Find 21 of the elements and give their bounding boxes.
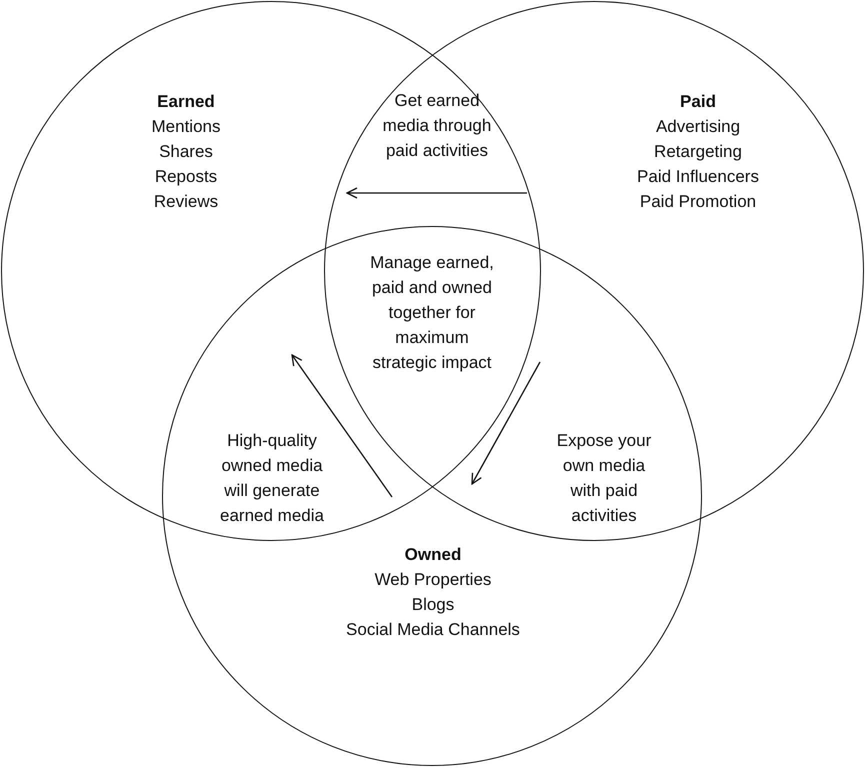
list-item: Paid Influencers — [637, 166, 759, 188]
list-item: Web Properties — [374, 569, 492, 591]
region-note: Get earned media through paid activities — [382, 90, 492, 162]
venn-circle — [162, 226, 702, 766]
region-note: High-quality owned media will generate earned media — [219, 430, 325, 527]
list-item: Reposts — [154, 166, 218, 188]
venn-circle — [1, 1, 541, 541]
list-item: Social Media Channels — [346, 619, 520, 641]
list-item: Paid Promotion — [640, 191, 756, 213]
circle-title: Paid — [680, 91, 716, 113]
list-item: Shares — [159, 141, 213, 163]
list-item: Blogs — [412, 594, 454, 616]
region-note: Expose your own media with paid activities — [556, 430, 652, 527]
region-note: Manage earned, paid and owned together for maximum strategic impact — [369, 252, 495, 374]
list-item: Reviews — [154, 191, 218, 213]
circle-title: Earned — [157, 91, 215, 113]
list-item: Retargeting — [654, 141, 742, 163]
venn-circle — [324, 1, 864, 541]
circle-title: Owned — [404, 544, 462, 566]
list-item: Mentions — [152, 116, 220, 138]
list-item: Advertising — [656, 116, 740, 138]
